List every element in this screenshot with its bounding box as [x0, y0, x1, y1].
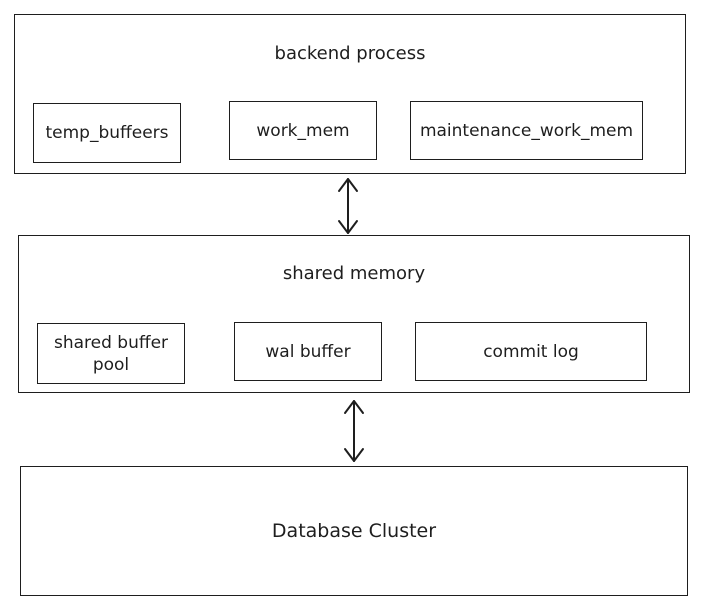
temp-buffers-box: temp_buffeers: [33, 103, 181, 163]
backend-shared-arrow: [338, 178, 358, 234]
maintenance-work-mem-box: maintenance_work_mem: [410, 101, 643, 160]
work-mem-box: work_mem: [229, 101, 377, 160]
commit-log-box: commit log: [415, 322, 647, 381]
database-cluster-box: Database Cluster: [20, 466, 688, 596]
maintenance-work-mem-label: maintenance_work_mem: [419, 120, 634, 141]
commit-log-label: commit log: [483, 341, 579, 362]
wal-buffer-label: wal buffer: [265, 341, 351, 362]
shared-buffer-pool-box: shared buffer pool: [37, 323, 185, 384]
wal-buffer-box: wal buffer: [234, 322, 382, 381]
shared-cluster-arrow: [344, 400, 364, 462]
shared-memory-box: shared memory shared buffer pool wal buf…: [18, 235, 690, 393]
shared-buffer-pool-label: shared buffer pool: [53, 332, 169, 375]
temp-buffers-label: temp_buffeers: [45, 123, 169, 143]
work-mem-label: work_mem: [256, 120, 350, 141]
backend-process-title: backend process: [274, 43, 426, 64]
shared-memory-title: shared memory: [282, 263, 426, 284]
backend-process-box: backend process temp_buffeers work_mem m…: [14, 14, 686, 174]
database-cluster-label: Database Cluster: [271, 520, 437, 542]
